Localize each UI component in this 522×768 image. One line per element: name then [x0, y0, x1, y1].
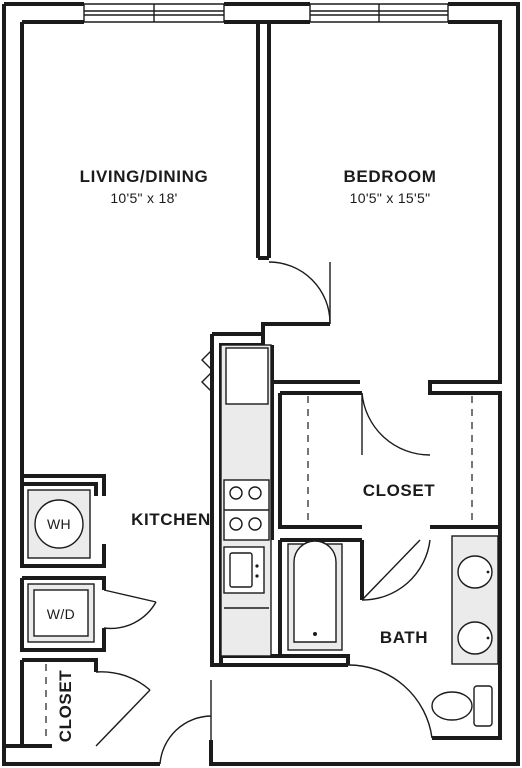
door-bedroom[interactable] [268, 261, 331, 324]
door-washer-dryer[interactable] [103, 589, 157, 630]
door-bath-lower[interactable] [347, 664, 433, 739]
vanity-icon [451, 535, 499, 665]
kitchen-sink-icon [223, 546, 269, 609]
door-closet[interactable] [361, 392, 431, 456]
window-living [83, 3, 225, 23]
washer-dryer-icon: W/D [27, 583, 95, 643]
bedroom-name: BEDROOM [344, 167, 437, 186]
bath-name: BATH [380, 628, 428, 647]
door-bath[interactable] [361, 539, 431, 601]
door-entry-closet[interactable] [95, 671, 151, 747]
kitchen-name: KITCHEN [131, 510, 211, 529]
water-heater-label: WH [47, 516, 71, 532]
bedroom-dims: 10'5" x 15'5" [350, 190, 431, 206]
stove-icon [223, 479, 270, 541]
water-heater-icon: WH [27, 489, 91, 559]
closet-name: CLOSET [363, 481, 436, 500]
closet-rods [45, 396, 473, 740]
window-bedroom [309, 3, 449, 23]
door-entry[interactable] [159, 680, 212, 765]
living-room-dims: 10'5" x 18' [110, 190, 177, 206]
toilet-icon [431, 685, 493, 727]
living-room-name: LIVING/DINING [80, 167, 209, 186]
entry-closet-name: CLOSET [56, 670, 75, 743]
bathtub-icon [287, 540, 343, 651]
washer-dryer-label: W/D [47, 606, 75, 622]
